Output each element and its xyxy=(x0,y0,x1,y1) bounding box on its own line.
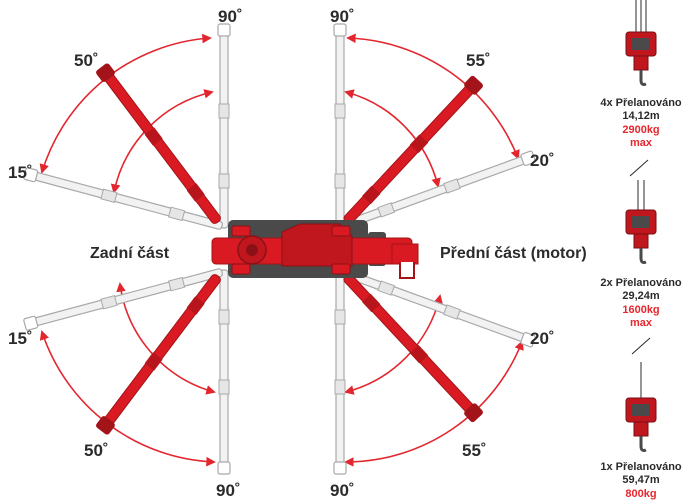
angle-label-55-upper-right: 55˚ xyxy=(466,51,491,70)
grey-outrigger-top-right-vertical xyxy=(333,23,347,229)
rear-label: Zadní část xyxy=(90,245,170,262)
grey-outrigger-bottom-left-vertical xyxy=(217,269,231,475)
hook-block-1x xyxy=(625,337,657,452)
angle-label-90-top-right: 90˚ xyxy=(330,7,355,26)
hook-panel: 4x Přelanováno 14,12m 2900kg max 2x Přel… xyxy=(600,0,682,500)
angle-label-15-left-top: 15˚ xyxy=(8,163,33,182)
angle-label-50-lower-left: 50˚ xyxy=(84,441,109,460)
hook-4x-reeving: 4x Přelanováno xyxy=(600,97,682,109)
hook-2x-length: 29,24m xyxy=(622,290,660,302)
angle-labels: 90˚ 90˚ 50˚ 55˚ 15˚ 20˚ 15˚ 20˚ 50˚ 55˚ … xyxy=(8,7,555,500)
angle-label-50-upper-left: 50˚ xyxy=(74,51,99,70)
hook-2x-load: 1600kg xyxy=(622,304,659,316)
hook-4x-max: max xyxy=(630,137,653,149)
angle-label-90-top-left: 90˚ xyxy=(218,7,243,26)
angle-label-15-left-bottom: 15˚ xyxy=(8,329,33,348)
hook-2x-reeving: 2x Přelanováno xyxy=(600,277,682,289)
front-label: Přední část (motor) xyxy=(440,245,587,262)
arc-top-right-inner xyxy=(344,89,441,188)
arc-bottom-right-outer xyxy=(344,340,524,467)
arc-top-right-outer xyxy=(346,33,520,160)
hook-1x-length: 59,47m xyxy=(622,474,660,486)
angle-label-90-bottom-left: 90˚ xyxy=(216,481,241,500)
crane-body xyxy=(211,220,419,279)
hook-2x-max: max xyxy=(630,317,653,329)
hook-block-4x xyxy=(625,0,657,86)
angle-label-20-right-bottom: 20˚ xyxy=(530,329,555,348)
arc-bottom-right-inner xyxy=(344,294,443,395)
hook-1x-reeving: 1x Přelanováno xyxy=(600,461,682,473)
grey-outrigger-bottom-right-vertical xyxy=(333,269,347,475)
angle-label-90-bottom-right: 90˚ xyxy=(330,481,355,500)
grey-outrigger-top-left-vertical xyxy=(217,23,231,229)
hook-4x-load: 2900kg xyxy=(622,124,659,136)
hook-4x-length: 14,12m xyxy=(622,110,660,122)
grey-outrigger-left-15-bottom xyxy=(22,265,225,332)
angle-label-55-lower-right: 55˚ xyxy=(462,441,487,460)
hook-block-2x xyxy=(625,159,657,264)
angle-label-20-right-top: 20˚ xyxy=(530,151,555,170)
hook-1x-load: 800kg xyxy=(625,488,656,500)
grey-outrigger-left-15-top xyxy=(22,166,225,233)
